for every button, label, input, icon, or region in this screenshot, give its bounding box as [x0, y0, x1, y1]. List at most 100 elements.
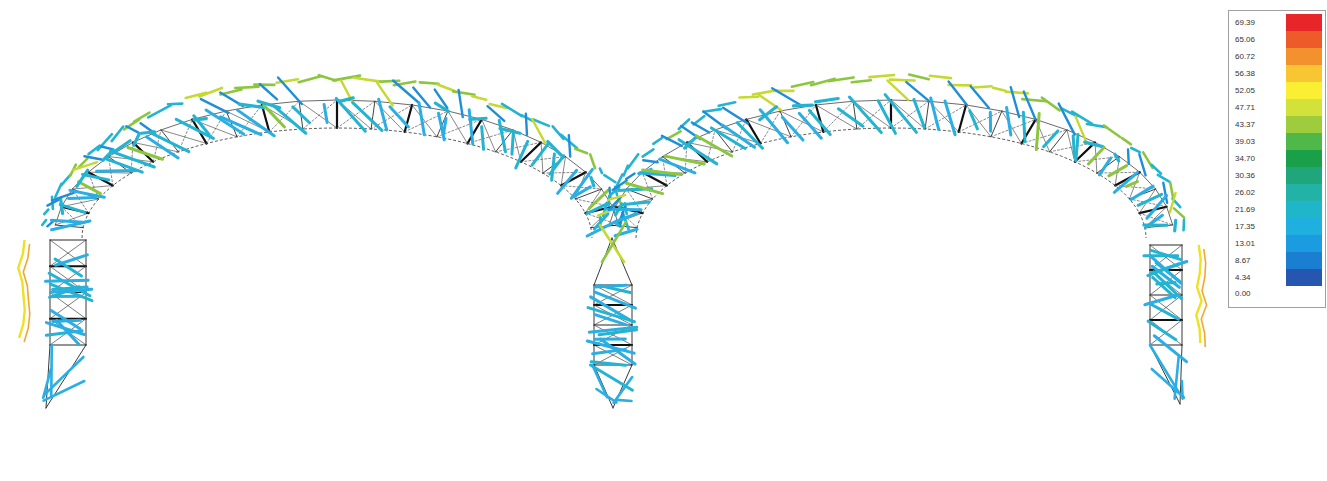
stress-member — [43, 369, 51, 398]
stress-member — [906, 82, 928, 101]
legend-row: 34.70 — [1229, 150, 1325, 167]
outer-chord — [609, 100, 1172, 225]
diagonal-member — [959, 111, 1002, 132]
stress-member — [379, 99, 387, 130]
inner-chord — [82, 128, 592, 238]
stress-member — [46, 280, 89, 281]
legend-value: 56.38 — [1235, 65, 1255, 82]
stress-member — [354, 78, 381, 82]
inner-chord — [636, 128, 1146, 238]
stress-member — [621, 202, 649, 205]
legend-row: 8.67 — [1229, 252, 1325, 269]
stress-member — [595, 315, 626, 325]
legend-value: 26.02 — [1235, 184, 1255, 201]
color-swatch — [1286, 252, 1322, 269]
diagonal-member — [991, 119, 1036, 136]
stress-member — [221, 117, 261, 135]
stress-member — [340, 98, 353, 101]
color-swatch — [1286, 14, 1322, 31]
legend-value: 34.70 — [1235, 150, 1255, 167]
stress-member — [624, 166, 628, 176]
stress-member — [1042, 98, 1060, 111]
stress-member — [594, 292, 635, 308]
vertical-member — [925, 101, 929, 129]
stress-member — [869, 75, 894, 77]
stress-member — [1024, 92, 1036, 120]
stress-member — [626, 183, 662, 193]
diagonal-member — [437, 119, 482, 136]
stress-member — [628, 154, 638, 168]
stress-member — [993, 88, 1006, 91]
stress-member — [608, 195, 625, 200]
color-swatch — [1286, 201, 1322, 218]
column-tie — [1150, 245, 1182, 246]
stress-member — [438, 85, 455, 91]
stress-member — [472, 96, 486, 99]
diagonal-member — [482, 119, 496, 151]
diagonal-member — [1021, 130, 1067, 144]
stress-member — [353, 103, 382, 131]
stress-member — [1144, 224, 1167, 227]
vertical-member — [336, 100, 338, 128]
stress-member — [1149, 303, 1178, 319]
stress-member — [599, 330, 636, 335]
stress-member — [194, 119, 206, 120]
diagonal-member — [966, 105, 991, 137]
stress-member — [600, 169, 602, 174]
stress-member — [816, 99, 839, 102]
stress-member — [469, 110, 473, 144]
legend-value: 39.03 — [1235, 133, 1255, 150]
stress-member — [1044, 131, 1058, 147]
stress-member — [617, 214, 637, 222]
stress-member — [772, 88, 800, 105]
stress-member — [665, 156, 704, 164]
stress-members — [18, 75, 1206, 403]
diagonal-member — [467, 130, 513, 144]
stress-member — [134, 134, 140, 146]
stress-member — [1170, 182, 1173, 199]
stress-member — [44, 381, 85, 401]
stress-member — [888, 81, 909, 100]
stress-member — [488, 106, 505, 121]
stress-member — [1011, 87, 1019, 117]
color-swatch — [1286, 150, 1322, 167]
stress-member — [502, 104, 522, 116]
stress-member — [52, 193, 74, 201]
stress-member — [782, 117, 803, 140]
legend-value: 52.05 — [1235, 82, 1255, 99]
stress-member — [1076, 135, 1078, 161]
stress-member — [1073, 136, 1074, 157]
stress-member — [61, 198, 63, 213]
stress-member — [575, 149, 587, 153]
stress-member — [793, 103, 812, 107]
stress-member — [459, 90, 463, 117]
stress-member — [390, 107, 409, 127]
stress-member — [590, 154, 595, 168]
stress-member — [949, 82, 967, 105]
stress-member — [1104, 125, 1120, 136]
deformed-edge — [18, 240, 24, 338]
stress-member — [607, 197, 610, 206]
stress-member — [799, 113, 821, 138]
deformed-edge — [1196, 245, 1201, 343]
stress-member — [838, 109, 863, 126]
stress-member — [239, 104, 265, 108]
stress-member — [1059, 104, 1075, 135]
stress-member — [51, 310, 80, 329]
stress-member — [443, 118, 446, 134]
stress-member — [1145, 295, 1179, 305]
stress-member — [909, 75, 929, 80]
stress-member — [653, 138, 662, 144]
color-swatch — [1286, 167, 1322, 184]
truss-frame — [46, 100, 1182, 408]
color-swatch — [1286, 269, 1322, 286]
stress-member — [828, 77, 854, 81]
stress-member — [685, 138, 695, 148]
legend-row: 69.39 — [1229, 14, 1325, 31]
stress-member — [273, 105, 306, 133]
stress-member — [1139, 154, 1145, 175]
deformed-edge — [1201, 249, 1206, 347]
diagonal-member — [561, 157, 565, 186]
stress-member — [569, 135, 570, 156]
legend-row: 47.71 — [1229, 99, 1325, 116]
